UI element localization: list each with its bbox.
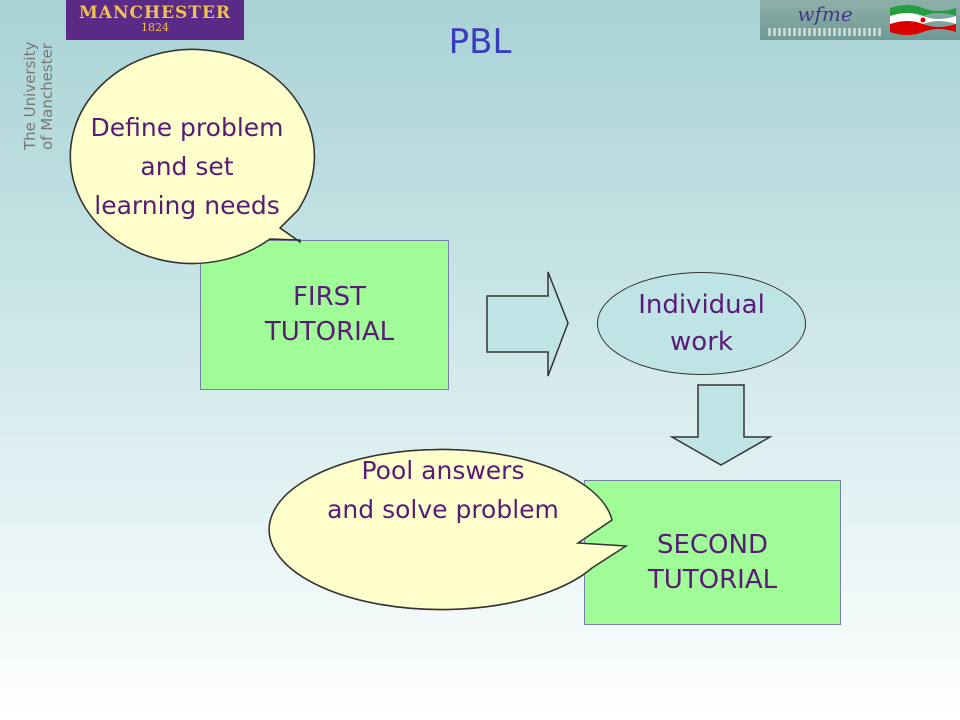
manchester-logo-year: 1824 — [141, 21, 169, 34]
first-tutorial-line2: TUTORIAL — [264, 317, 395, 347]
iran-flag-icon — [890, 5, 956, 35]
first-tutorial-line1: FIRST — [292, 282, 367, 312]
pool-line2: and solve problem — [327, 495, 559, 524]
pool-bubble-front — [268, 448, 629, 611]
individual-work-line1: Individual — [638, 289, 765, 320]
block-arrow-right-icon — [486, 271, 569, 377]
wfme-logo-text: wfme — [797, 2, 853, 26]
manchester-logo: MANCHESTER 1824 — [66, 0, 244, 40]
define-problem-text: Define problem and set learning needs — [62, 108, 312, 228]
define-bubble-front — [69, 48, 316, 265]
manchester-logo-name: MANCHESTER — [78, 3, 232, 23]
define-line1: Define problem — [90, 113, 284, 142]
page-title: PBL — [448, 22, 512, 62]
first-tutorial-box: FIRST TUTORIAL — [200, 240, 449, 390]
define-line3: learning needs — [94, 191, 280, 220]
individual-work-ellipse: Individual work — [597, 272, 806, 375]
second-tutorial-line1: SECOND — [656, 529, 768, 560]
second-tutorial-box: SECOND TUTORIAL — [584, 480, 841, 625]
block-arrow-down-icon — [669, 384, 773, 466]
wfme-logo: wfme — [760, 0, 960, 40]
wfme-logo-subtext — [768, 28, 883, 36]
define-line2: and set — [140, 152, 234, 181]
individual-work-line2: work — [670, 326, 733, 357]
pool-line1: Pool answers — [361, 456, 525, 485]
second-tutorial-line2: TUTORIAL — [647, 564, 778, 595]
pool-answers-text: Pool answers and solve problem — [288, 451, 598, 531]
